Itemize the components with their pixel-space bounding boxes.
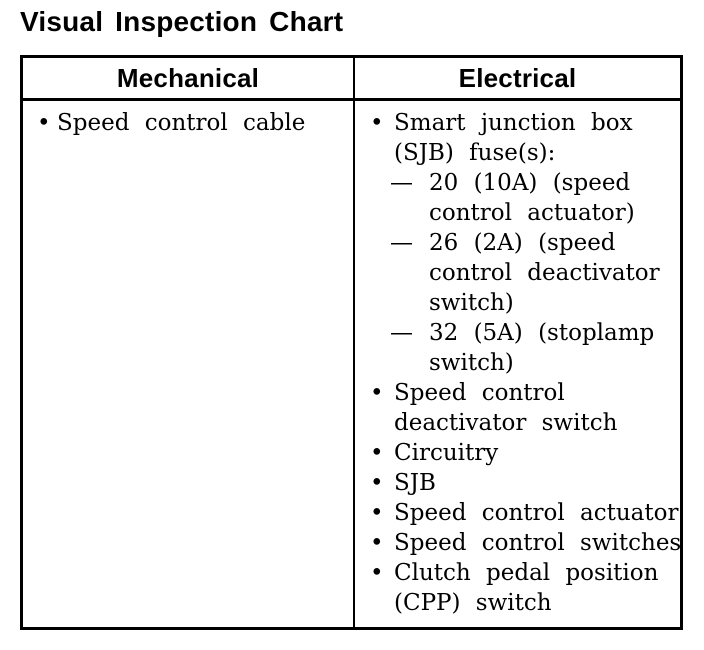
dash-icon: — [390, 320, 413, 346]
list-item: • Circuitry [355, 438, 680, 468]
item-line: Speed control cable [57, 110, 306, 136]
list-item: • Clutch pedal position (CPP) switch [355, 558, 680, 618]
item-line: deactivator switch [394, 410, 618, 436]
item-line: switch) [429, 350, 514, 376]
list-item: • Speed control deactivator switch [355, 378, 680, 438]
item-line: (SJB) fuse(s): [394, 140, 556, 166]
item-lines: Clutch pedal position (CPP) switch [394, 558, 680, 618]
list-item: •Speed control cable [23, 108, 353, 138]
item-lines: 32 (5A) (stoplamp switch) [429, 318, 680, 378]
item-line: Smart junction box [394, 110, 633, 136]
item-lines: Smart junction box (SJB) fuse(s): [394, 108, 680, 168]
item-line: SJB [394, 470, 436, 496]
item-line: 20 (10A) (speed [429, 170, 631, 196]
electrical-cell: • Smart junction box (SJB) fuse(s): — 20 (10… [355, 101, 680, 627]
item-line: control deactivator [429, 260, 660, 286]
bullet-icon: • [370, 560, 384, 586]
table-header-row: Mechanical Electrical [23, 58, 680, 101]
visual-inspection-table: Mechanical Electrical •Speed control cab… [20, 55, 683, 630]
bullet-icon: • [370, 500, 384, 526]
item-line: Circuitry [394, 440, 499, 466]
item-line: Speed control switches [394, 530, 680, 556]
item-lines: Speed control switches [394, 528, 680, 558]
bullet-icon: • [370, 380, 384, 406]
bullet-icon: • [370, 110, 384, 136]
list-item: • Speed control actuator [355, 498, 680, 528]
list-item: • Smart junction box (SJB) fuse(s): [355, 108, 680, 168]
item-lines: 20 (10A) (speed control actuator) [429, 168, 680, 228]
item-line: (CPP) switch [394, 590, 552, 616]
item-lines: Circuitry [394, 438, 680, 468]
list-item: — 20 (10A) (speed control actuator) [355, 168, 680, 228]
item-line: Clutch pedal position [394, 560, 659, 586]
bullet-icon: • [370, 440, 384, 466]
list-item: • SJB [355, 468, 680, 498]
column-header-electrical: Electrical [458, 63, 577, 93]
item-lines: SJB [394, 468, 680, 498]
item-line: 26 (2A) (speed [429, 230, 616, 256]
item-line: Speed control actuator [394, 500, 679, 526]
item-lines: Speed control deactivator switch [394, 378, 680, 438]
list-item: — 32 (5A) (stoplamp switch) [355, 318, 680, 378]
list-item: — 26 (2A) (speed control deactivator switch… [355, 228, 680, 318]
item-line: control actuator) [429, 200, 635, 226]
dash-icon: — [390, 170, 413, 196]
bullet-icon: • [370, 470, 384, 496]
item-lines: Speed control cable [57, 108, 353, 138]
page-title: Visual Inspection Chart [20, 6, 344, 37]
item-line: switch) [429, 290, 514, 316]
bullet-icon: • [370, 530, 384, 556]
mechanical-cell: •Speed control cable [23, 101, 355, 627]
item-line: Speed control [394, 380, 565, 406]
item-lines: 26 (2A) (speed control deactivator switch) [429, 228, 680, 318]
column-header-mechanical: Mechanical [23, 58, 355, 98]
bullet-icon: • [37, 110, 51, 136]
dash-icon: — [390, 230, 413, 256]
item-line: 32 (5A) (stoplamp [429, 320, 655, 346]
table-body-row: •Speed control cable •Smart junction box… [23, 101, 680, 627]
list-item: • Speed control switches [355, 528, 680, 558]
item-lines: Speed control actuator [394, 498, 680, 528]
